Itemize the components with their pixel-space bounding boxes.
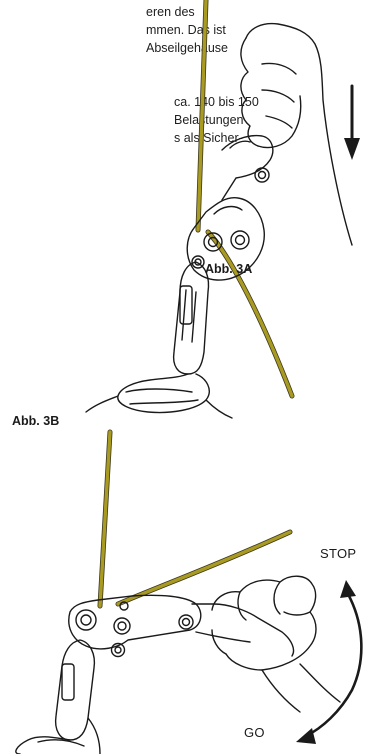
body-text-lower: ca. 140 bis 150 Belastungen s als Sicher… [174,93,259,147]
text-line: mmen. Das ist [146,21,228,39]
body-text-top: eren des mmen. Das ist Abseilgehäuse [146,3,228,57]
figure-a-drawing [86,0,360,418]
text-line: ca. 140 bis 150 [174,93,259,111]
stop-label: STOP [320,546,356,561]
text-line: s als Sicher- [174,129,259,147]
text-line: eren des [146,3,228,21]
figure-a-caption: Abb. 3A [205,262,252,276]
text-line: Abseilgehäuse [146,39,228,57]
figure-b-caption: Abb. 3B [12,414,59,428]
go-label: GO [244,725,265,740]
text-line: Belastungen [174,111,259,129]
figure-b-drawing [16,432,362,754]
